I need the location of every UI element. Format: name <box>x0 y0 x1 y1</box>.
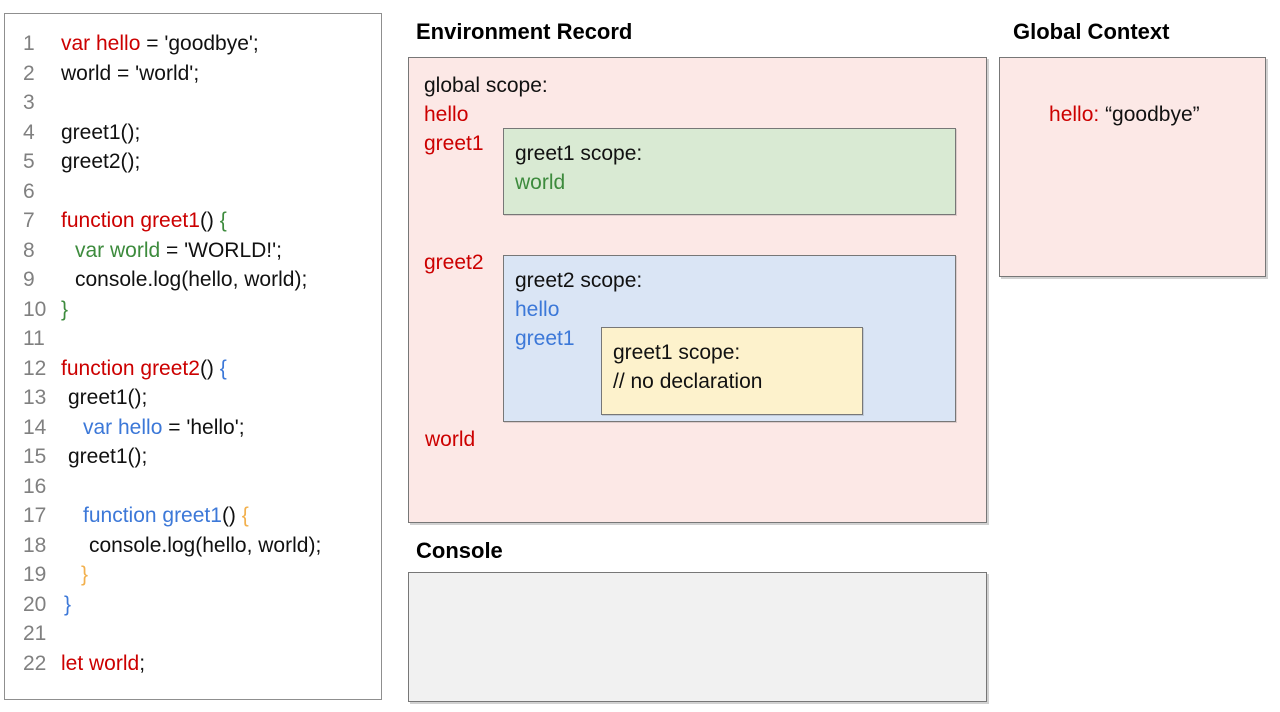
line-number: 8 <box>23 238 35 262</box>
code-text: console.log(hello, world); <box>89 533 322 557</box>
code-line: 12 function greet2() { <box>5 354 381 384</box>
code-text: console.log(hello, world); <box>75 268 308 291</box>
code-line: 22 let world; <box>5 649 381 679</box>
code-line: 7 function greet1() { <box>5 206 381 236</box>
greet1-var-world: world <box>515 171 566 194</box>
code-line: 18 console.log(hello, world); <box>5 531 381 561</box>
inner-greet1-scope-box: greet1 scope: // no declaration <box>601 327 863 415</box>
code-text: greet1(); <box>68 445 148 468</box>
global-context-box: hello: “goodbye” <box>999 57 1266 277</box>
line-number: 3 <box>23 91 35 114</box>
code-text: greet2(); <box>61 150 141 173</box>
line-number: 14 <box>23 415 47 439</box>
line-number: 20 <box>23 592 47 616</box>
greet2-var-hello: hello <box>515 298 560 321</box>
line-number: 19 <box>23 563 47 586</box>
greet2-scope-label: greet2 scope: <box>515 269 643 292</box>
global-context-var-value: “goodbye” <box>1105 103 1200 126</box>
greet1-scope-label: greet1 scope: <box>515 142 643 165</box>
global-var-hello: hello <box>424 103 469 126</box>
global-context-var-name: hello: <box>1049 103 1100 126</box>
code-text: greet1(); <box>68 386 148 409</box>
code-line: 4 greet1(); <box>5 118 381 148</box>
line-number: 6 <box>23 179 35 203</box>
code-text: var hello = 'goodbye'; <box>61 32 259 55</box>
line-number: 16 <box>23 474 47 498</box>
line-number: 1 <box>23 32 35 55</box>
code-line: 10} <box>5 295 381 325</box>
greet2-var-greet1: greet1 <box>515 327 575 350</box>
code-text: world = 'world'; <box>61 61 200 85</box>
environment-record-title: Environment Record <box>416 19 633 44</box>
code-text: let world; <box>61 651 146 675</box>
line-number: 2 <box>23 61 35 85</box>
line-number: 15 <box>23 445 47 468</box>
code-line: 13 greet1(); <box>5 383 381 413</box>
code-line: 17 function greet1() { <box>5 501 381 531</box>
code-line: 6 <box>5 177 381 207</box>
greet2-scope-box: greet2 scope: hello greet1 greet1 scope:… <box>503 255 956 422</box>
code-text: function greet2() { <box>61 356 227 380</box>
line-number: 10 <box>23 297 47 321</box>
code-line: 14 var hello = 'hello'; <box>5 413 381 443</box>
code-line: 11 <box>5 324 381 354</box>
code-text: function greet1() { <box>61 209 227 232</box>
code-line: 2 world = 'world'; <box>5 59 381 89</box>
code-line: 8 var world = 'WORLD!'; <box>5 236 381 266</box>
code-line: 9 console.log(hello, world); <box>5 265 381 295</box>
code-text: var hello = 'hello'; <box>83 415 245 439</box>
code-text: } <box>64 592 72 616</box>
code-line: 1 var hello = 'goodbye'; <box>5 29 381 59</box>
global-context-entry: hello: “goodbye” <box>1014 71 1200 158</box>
console-output-box <box>408 572 987 702</box>
code-text: var world = 'WORLD!'; <box>75 238 282 262</box>
console-title: Console <box>416 538 503 563</box>
code-text: greet1(); <box>61 120 141 144</box>
line-number: 21 <box>23 622 47 645</box>
global-var-greet2: greet2 <box>424 251 484 274</box>
line-number: 4 <box>23 120 35 144</box>
code-line: 19} <box>5 560 381 590</box>
line-number: 11 <box>23 327 45 350</box>
line-number: 7 <box>23 209 35 232</box>
line-number: 9 <box>23 268 35 291</box>
line-number: 22 <box>23 651 47 675</box>
line-number: 18 <box>23 533 47 557</box>
global-context-title: Global Context <box>1013 19 1170 44</box>
global-scope-label: global scope: <box>424 74 548 97</box>
code-panel: 1 var hello = 'goodbye'; 2 world = 'world';… <box>4 13 382 700</box>
code-line: 5 greet2(); <box>5 147 381 177</box>
global-var-world: world <box>425 428 476 451</box>
line-number: 13 <box>23 386 47 409</box>
greet1-scope-box: greet1 scope: world <box>503 128 956 215</box>
line-number: 5 <box>23 150 35 173</box>
line-number: 12 <box>23 356 47 380</box>
code-line: 15 greet1(); <box>5 442 381 472</box>
line-number: 17 <box>23 504 47 527</box>
code-line: 3 <box>5 88 381 118</box>
inner-greet1-scope-label: greet1 scope: <box>613 341 741 364</box>
code-text: } <box>81 563 89 586</box>
global-scope-box: global scope: hello greet1 greet1 scope:… <box>408 57 987 523</box>
code-text: } <box>61 297 69 321</box>
inner-greet1-comment: // no declaration <box>613 370 763 393</box>
global-var-greet1: greet1 <box>424 132 484 155</box>
code-text: function greet1() { <box>83 504 249 527</box>
code-line: 21 <box>5 619 381 649</box>
code-line: 20} <box>5 590 381 620</box>
code-line: 16 <box>5 472 381 502</box>
